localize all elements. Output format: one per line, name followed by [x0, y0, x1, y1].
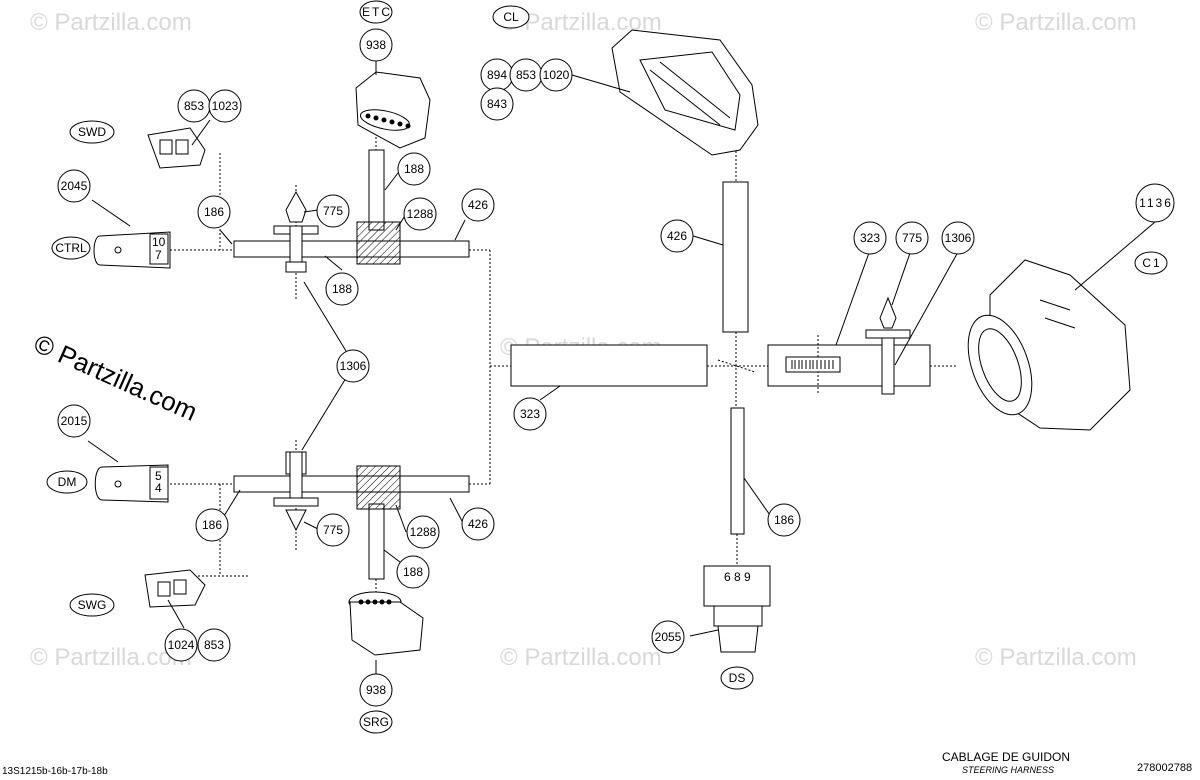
watermark: © Partzilla.com — [975, 9, 1137, 36]
callout-426: 426 — [667, 229, 687, 243]
tag-c1: C1 — [1142, 256, 1161, 270]
cable-tie-bottom — [273, 451, 319, 532]
tag-ctrl: CTRL — [55, 241, 87, 255]
callout-188: 188 — [403, 565, 423, 579]
connector-tags — [46, 0, 1168, 734]
callout-2055: 2055 — [655, 630, 682, 644]
callout-1306: 1306 — [945, 231, 972, 245]
connector-tag-labels: ETC SWD CTRL DM SWG SRG CL C1 DS — [55, 5, 1161, 729]
ctrl-switch-connector: 10 7 — [93, 231, 171, 269]
callout-775: 775 — [323, 204, 343, 218]
part-number: 278002788 — [1137, 762, 1193, 774]
callout-188: 188 — [332, 282, 352, 296]
etc-6pin-connector — [355, 71, 431, 149]
grommet-1288-top — [356, 221, 401, 265]
callout-1023: 1023 — [212, 99, 239, 113]
callout-775: 775 — [902, 231, 922, 245]
callout-323: 323 — [520, 407, 540, 421]
callout-1288: 1288 — [410, 525, 437, 539]
dm-switch-connector: 5 4 — [94, 464, 169, 503]
callout-426: 426 — [468, 198, 488, 212]
callout-1306: 1306 — [340, 359, 367, 373]
dm-pin-label: 4 — [155, 481, 162, 495]
callout-323: 323 — [860, 231, 880, 245]
callout-843: 843 — [487, 97, 507, 111]
part-callout-labels: 938 853 1023 2045 186 775 188 1288 426 1… — [61, 38, 1173, 697]
c1-round-connector — [967, 259, 1131, 431]
watermark: © Partzilla.com — [975, 644, 1137, 671]
callout-186: 186 — [204, 205, 224, 219]
barcode-label — [785, 356, 841, 373]
ds-connector: 6 8 9 — [703, 565, 771, 653]
srg-6pin-connector — [348, 591, 424, 656]
swg-plug-connector — [144, 569, 206, 608]
watermark: © Partzilla.com — [30, 9, 192, 36]
callout-186: 186 — [202, 518, 222, 532]
drawing-reference: 13S1215b-16b-17b-18b — [2, 766, 108, 777]
swd-plug-connector — [147, 127, 206, 169]
callout-853: 853 — [204, 638, 224, 652]
watermark: © Partzilla.com — [30, 644, 192, 671]
ctrl-pin-label: 10 — [152, 235, 166, 249]
diagram-title: CABLAGE DE GUIDON — [942, 750, 1071, 764]
tag-ds: DS — [729, 671, 746, 685]
callout-938: 938 — [366, 683, 386, 697]
callout-426: 426 — [468, 517, 488, 531]
cl-connector — [611, 29, 759, 156]
cable-tie-right — [865, 296, 911, 395]
tag-srg: SRG — [363, 715, 389, 729]
callout-1288: 1288 — [407, 207, 434, 221]
callout-1136: 1136 — [1139, 196, 1173, 210]
callout-775: 775 — [323, 523, 343, 537]
part-callouts — [57, 28, 1175, 707]
watermark: © Partzilla.com — [500, 644, 662, 671]
callout-186: 186 — [774, 513, 794, 527]
callout-1024: 1024 — [168, 638, 195, 652]
callout-938: 938 — [366, 38, 386, 52]
grommet-1288-bottom — [356, 465, 401, 510]
ctrl-pin-label: 7 — [155, 248, 162, 262]
partzilla-watermark: © Partzilla.com — [30, 328, 202, 427]
leader-lines — [87, 61, 1156, 678]
callout-894: 894 — [487, 68, 507, 82]
ds-pin-label: 6 8 9 — [724, 570, 751, 584]
cable-tie-top — [273, 190, 319, 273]
tag-swg: SWG — [78, 598, 107, 612]
callout-1020: 1020 — [543, 68, 570, 82]
tag-dm: DM — [58, 475, 77, 489]
callout-853: 853 — [184, 99, 204, 113]
dm-pin-label: 5 — [155, 469, 162, 483]
callout-853: 853 — [516, 68, 536, 82]
callout-2015: 2015 — [61, 414, 88, 428]
diagram-subtitle: STEERING HARNESS — [962, 765, 1055, 775]
tag-swd: SWD — [78, 125, 106, 139]
tag-cl: CL — [503, 10, 519, 24]
tag-etc: ETC — [362, 5, 392, 19]
watermark-layer: © Partzilla.com © Partzilla.com © Partzi… — [30, 9, 1137, 671]
callout-188: 188 — [404, 162, 424, 176]
callout-2045: 2045 — [61, 179, 88, 193]
